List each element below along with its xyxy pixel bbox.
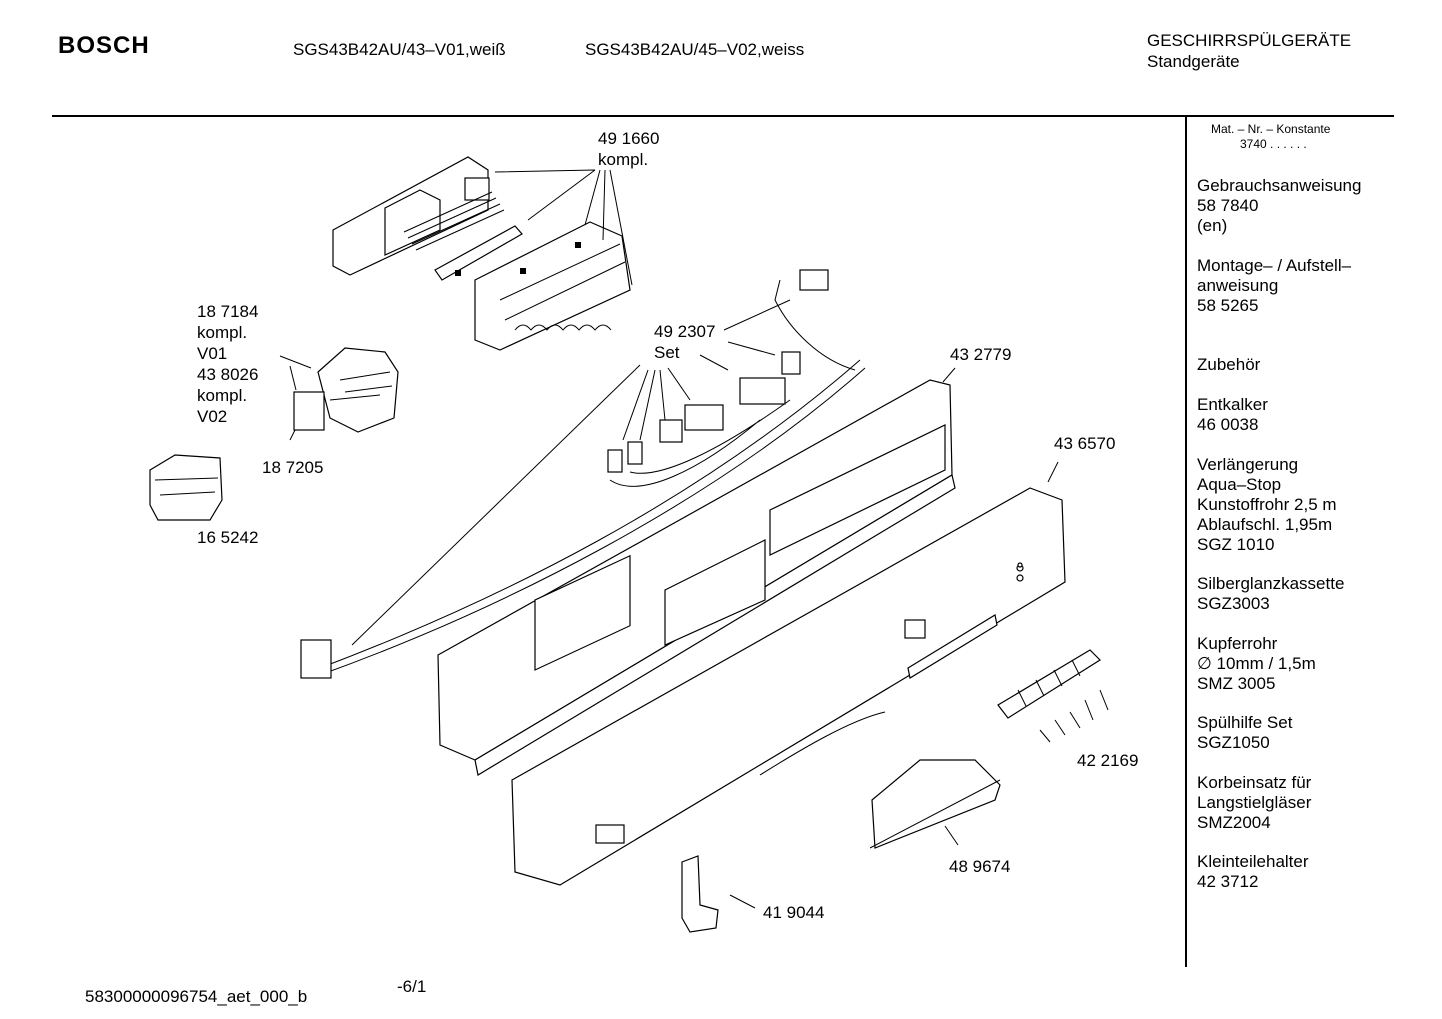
- part-label-422169: 42 2169: [1077, 751, 1139, 770]
- part-note: V01: [197, 344, 228, 363]
- sidebar-line: anweisung: [1197, 276, 1279, 295]
- sidebar-group-small-parts-holder: Kleinteilehalter 42 3712: [1197, 852, 1309, 892]
- facia-panel-436570: [511, 487, 1066, 886]
- sidebar-line: 58 7840: [1197, 196, 1259, 215]
- header-divider: [52, 115, 1394, 117]
- part-label-491660: 49 1660 kompl.: [598, 128, 659, 170]
- sidebar-group-rinse-aid: Spülhilfe Set SGZ1050: [1197, 713, 1292, 753]
- part-number: 18 7184: [197, 302, 259, 321]
- sidebar-line: Spülhilfe Set: [1197, 713, 1293, 732]
- model-number-v02: SGS43B42AU/45–V02,weiss: [585, 40, 805, 59]
- sidebar-divider: [1185, 117, 1187, 967]
- part-number: 43 8026: [197, 365, 259, 384]
- sidebar-line: SMZ 3005: [1197, 674, 1276, 693]
- sidebar-line: Kleinteilehalter: [1197, 852, 1309, 871]
- sidebar-line: 46 0038: [1197, 415, 1259, 434]
- model-number-v01: SGS43B42AU/43–V01,weiß: [293, 40, 506, 59]
- level-switch-187184: [293, 347, 399, 433]
- part-label-419044: 41 9044: [763, 903, 825, 922]
- sidebar-line: SGZ 1010: [1197, 535, 1275, 554]
- sidebar-line: Montage– / Aufstell–: [1197, 256, 1352, 275]
- part-label-432779: 43 2779: [950, 345, 1012, 364]
- sidebar-line: SGZ3003: [1197, 594, 1270, 613]
- appliance-subcategory: Standgeräte: [1147, 52, 1240, 71]
- sidebar-line: ∅ 10mm / 1,5m: [1197, 654, 1316, 673]
- part-note: V02: [197, 407, 228, 426]
- sidebar-line: Zubehör: [1197, 355, 1261, 374]
- sidebar-group-silver-cassette: Silberglanzkassette SGZ3003: [1197, 574, 1344, 614]
- part-number: 49 1660: [598, 129, 660, 148]
- sidebar-line: Korbeinsatz für: [1197, 773, 1312, 792]
- button-set-422169: [997, 649, 1101, 719]
- control-panel-frame-432779: [437, 379, 956, 776]
- part-number: 49 2307: [654, 322, 716, 341]
- sidebar-line: Langstielgläser: [1197, 793, 1312, 812]
- cable-set-492307: [300, 269, 866, 679]
- sidebar-line: 58 5265: [1197, 296, 1259, 315]
- page-number: -6/1: [397, 977, 427, 996]
- part-label-187184: 18 7184 kompl. V01 43 8026 kompl. V02: [197, 301, 258, 427]
- sidebar-line: (en): [1197, 216, 1228, 235]
- sidebar-group-installation: Montage– / Aufstell– anweisung 58 5265: [1197, 256, 1351, 316]
- part-note: kompl.: [598, 150, 649, 169]
- sidebar-line: Silberglanzkassette: [1197, 574, 1345, 593]
- handle-489674: [869, 759, 1001, 849]
- appliance-category: GESCHIRRSPÜLGERÄTE: [1147, 31, 1352, 50]
- sidebar-group-copper-pipe: Kupferrohr ∅ 10mm / 1,5m SMZ 3005: [1197, 634, 1316, 694]
- sidebar-line: Aqua–Stop: [1197, 475, 1282, 494]
- sidebar-group-aquastop: Verlängerung Aqua–Stop Kunstoffrohr 2,5 …: [1197, 455, 1337, 555]
- part-label-436570: 43 6570: [1054, 434, 1116, 453]
- sidebar-line: SGZ1050: [1197, 733, 1270, 752]
- sidebar-line: Entkalker: [1197, 395, 1268, 414]
- sidebar-group-glass-insert: Korbeinsatz für Langstielgläser SMZ2004: [1197, 773, 1311, 833]
- sidebar-line: Ablaufschl. 1,95m: [1197, 515, 1333, 534]
- control-module-491660: [332, 156, 631, 351]
- relay-165242: [149, 454, 223, 521]
- part-label-165242: 16 5242: [197, 528, 259, 547]
- brand-logo: BOSCH: [58, 32, 150, 59]
- part-note: kompl.: [197, 323, 248, 342]
- sidebar-line: Gebrauchsanweisung: [1197, 176, 1362, 195]
- sidebar-line: SMZ2004: [1197, 813, 1271, 832]
- sidebar-line: Kupferrohr: [1197, 634, 1278, 653]
- document-id: 58300000096754_aet_000_b: [85, 987, 308, 1006]
- part-note: kompl.: [197, 386, 248, 405]
- mat-nr-value: 3740 . . . . . .: [1240, 137, 1307, 151]
- sidebar-line: Verlängerung: [1197, 455, 1299, 474]
- mat-nr-label: Mat. – Nr. – Konstante: [1211, 122, 1331, 136]
- sidebar-line: Kunstoffrohr 2,5 m: [1197, 495, 1337, 514]
- sidebar-line: 42 3712: [1197, 872, 1259, 891]
- latch-419044: [681, 855, 719, 933]
- part-label-492307: 49 2307 Set: [654, 321, 715, 363]
- part-note: Set: [654, 343, 680, 362]
- sidebar-group-accessories: Zubehör: [1197, 355, 1260, 375]
- part-label-187205: 18 7205: [262, 458, 324, 477]
- sidebar-group-descaler: Entkalker 46 0038: [1197, 395, 1268, 435]
- sidebar-group-manual: Gebrauchsanweisung 58 7840 (en): [1197, 176, 1361, 236]
- part-label-489674: 48 9674: [949, 857, 1011, 876]
